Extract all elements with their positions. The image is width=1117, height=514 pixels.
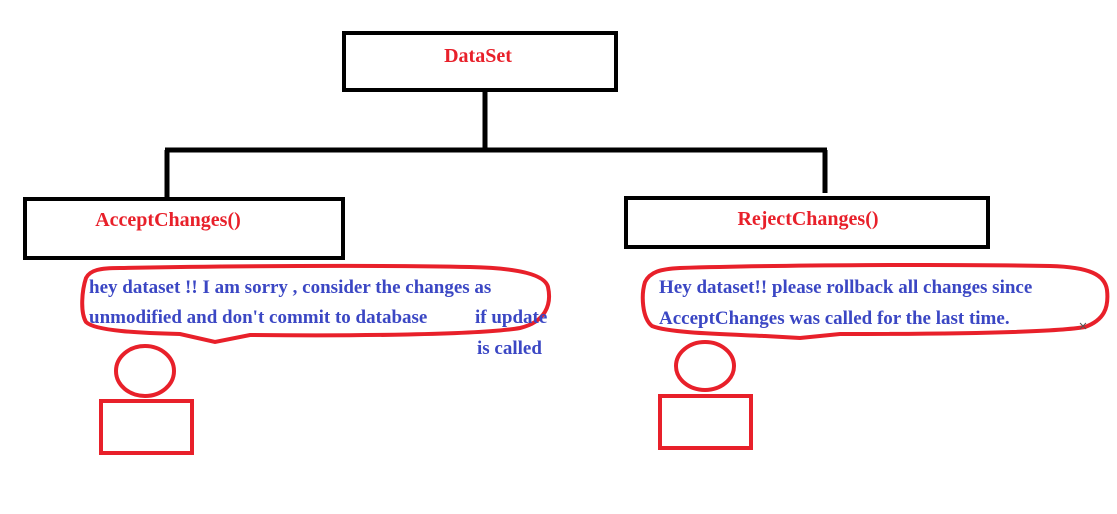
reject-changes-node: RejectChanges() [624,196,990,249]
tree-connector [164,90,828,199]
reject-changes-speech-line-1: Hey dataset!! please rollback all change… [659,277,1032,298]
person-body [99,399,194,455]
accept-changes-node-label: AcceptChanges() [95,209,241,231]
stray-mark [1079,322,1087,330]
reject-changes-node-label: RejectChanges() [737,208,878,230]
accept-changes-speech-line-2: unmodified and don't commit to database [89,307,427,328]
accept-changes-speech-line-1: hey dataset !! I am sorry , consider the… [89,277,491,298]
accept-changes-bubble-outline [80,263,551,345]
reject-changes-node-box [624,196,990,249]
accept-changes-speech-line-4: is called [477,338,542,359]
reject-changes-speech-bubble: Hey dataset!! please rollback all change… [640,262,1110,341]
dataset-node-label: DataSet [444,45,512,67]
person-head [114,344,176,398]
reject-changes-bubble-outline [640,262,1110,341]
reject-changes-person-figure [658,340,753,450]
person-head [674,340,736,392]
person-body [658,394,753,450]
reject-changes-speech-line-2: AcceptChanges was called for the last ti… [659,308,1010,329]
accept-changes-speech-bubble: hey dataset !! I am sorry , consider the… [80,263,551,359]
accept-changes-node: AcceptChanges() [23,197,345,260]
accept-changes-person-figure [99,344,194,455]
dataset-node-box [342,31,618,92]
dataset-node: DataSet [342,31,618,92]
accept-changes-node-box [23,197,345,260]
accept-changes-speech-line-3: if update [475,307,547,328]
